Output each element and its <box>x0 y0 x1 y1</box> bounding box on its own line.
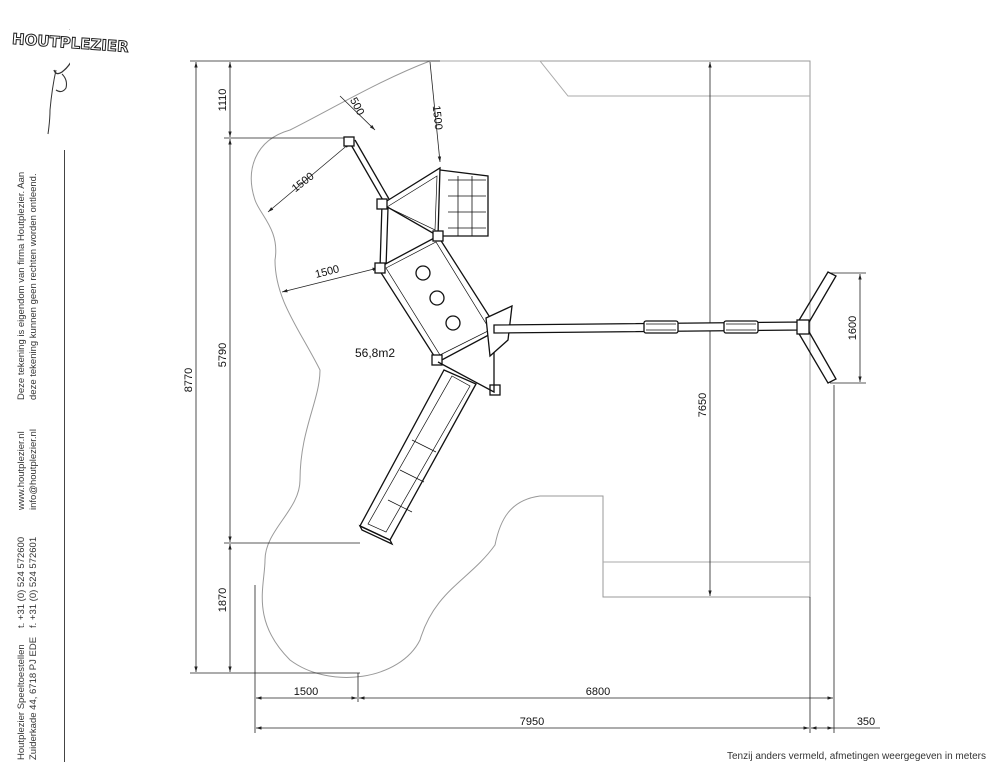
dim-overall-height: 8770 <box>183 368 195 392</box>
title-block: HOUTPLEZIER Houtplezier Speeltoestellen … <box>0 0 130 775</box>
safety-zone-outline <box>250 60 811 678</box>
units-footnote: Tenzij anders vermeld, afmetingen weerge… <box>726 751 986 762</box>
dim-overall-width: 7950 <box>520 716 544 728</box>
area-label: 56,8m2 <box>355 346 395 360</box>
sidebar-divider <box>64 150 65 762</box>
dim-bottom-height: 1870 <box>217 588 229 612</box>
dim-bottom-left: 1500 <box>294 686 318 698</box>
dim-clearance-lower: 1500 <box>314 263 341 281</box>
dim-middle-height: 5790 <box>217 343 229 367</box>
dim-top-offset: 1110 <box>217 89 229 112</box>
play-structure <box>343 136 837 546</box>
dim-top-right-clearance: 1500 <box>430 105 444 131</box>
dimension-labels: 8770 1110 5790 1870 7650 1600 1500 6800 … <box>183 89 875 728</box>
dimension-lines <box>190 60 880 733</box>
dim-swing-width: 1600 <box>847 316 859 340</box>
dim-bottom-mid: 6800 <box>586 686 610 698</box>
houtplezier-logo <box>47 29 70 135</box>
dim-right-extra: 350 <box>857 716 875 728</box>
dim-right-height: 7650 <box>697 393 709 417</box>
dim-post-offset: 500 <box>347 96 366 118</box>
